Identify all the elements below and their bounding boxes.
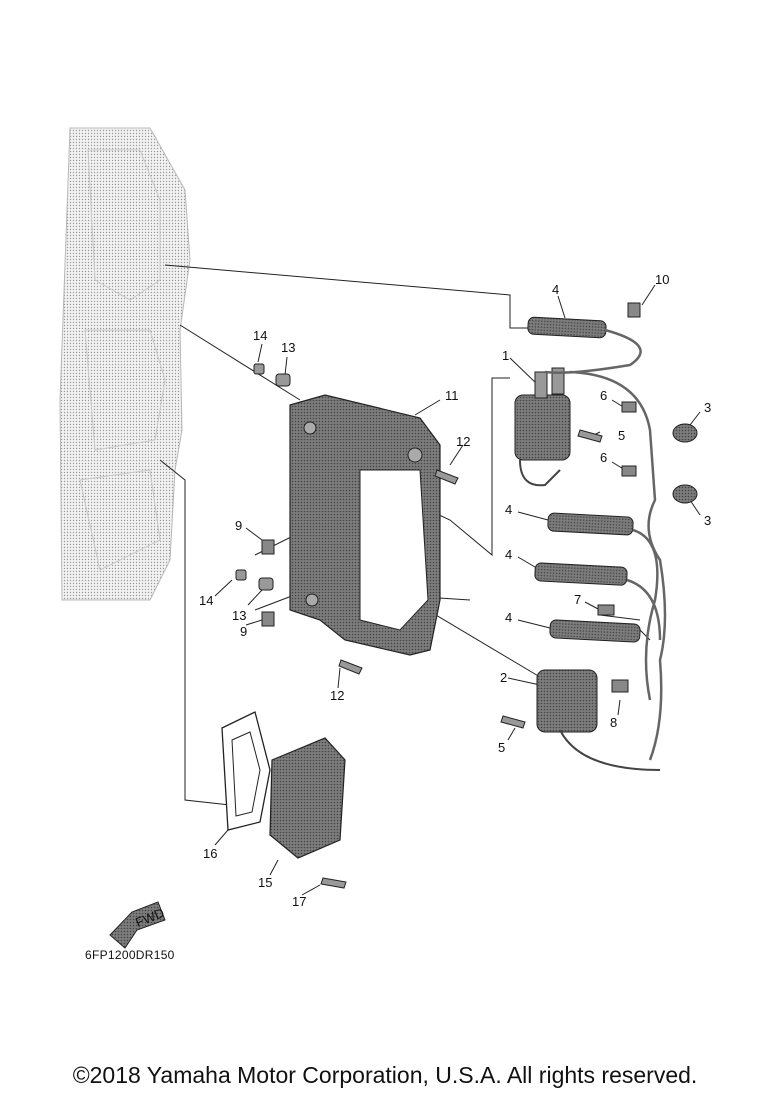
forward-arrow-icon: FWD	[109, 901, 166, 949]
callout-12: 12	[330, 688, 344, 703]
copyright-notice: ©2018 Yamaha Motor Corporation, U.S.A. A…	[72, 1062, 698, 1088]
callout-5: 5	[618, 428, 625, 443]
ecm-cover	[269, 737, 346, 859]
callout-3: 3	[704, 400, 711, 415]
callout-9: 9	[240, 624, 247, 639]
callout-6: 6	[600, 388, 607, 403]
callout-2: 2	[500, 670, 507, 685]
callout-4: 4	[505, 547, 512, 562]
callout-3: 3	[704, 513, 711, 528]
wire-harness	[544, 328, 667, 761]
callout-12: 12	[456, 434, 470, 449]
callout-14: 14	[199, 593, 213, 608]
grommets	[672, 423, 698, 504]
callout-4: 4	[505, 502, 512, 517]
clips	[261, 302, 641, 693]
callout-8: 8	[610, 715, 617, 730]
plug-caps	[527, 316, 641, 643]
gasket	[221, 711, 271, 831]
callout-13: 13	[281, 340, 295, 355]
bolts	[235, 363, 603, 889]
callout-4: 4	[552, 282, 559, 297]
callout-13: 13	[232, 608, 246, 623]
callout-5: 5	[498, 740, 505, 755]
fwd-label: FWD	[133, 905, 166, 930]
callout-16: 16	[203, 846, 217, 861]
callout-4: 4	[505, 610, 512, 625]
callout-7: 7	[574, 592, 581, 607]
exploded-parts-diagram: FWD 1 2 3 3 4 4 4 4 5 5 6 6 7 8 9 9 10 1…	[59, 127, 711, 949]
callout-6: 6	[600, 450, 607, 465]
ignition-coil-2	[536, 669, 661, 771]
callout-1: 1	[502, 348, 509, 363]
callout-10: 10	[655, 272, 669, 287]
callout-11: 11	[445, 388, 459, 403]
ignition-bracket	[289, 394, 441, 656]
callout-labels: 1 2 3 3 4 4 4 4 5 5 6 6 7 8 9 9 10 11 12…	[199, 272, 711, 909]
callout-9: 9	[235, 518, 242, 533]
callout-17: 17	[292, 894, 306, 909]
figure-code: 6FP1200DR150	[85, 948, 175, 962]
callout-14: 14	[253, 328, 267, 343]
callout-15: 15	[258, 875, 272, 890]
ignition-coil-1	[514, 367, 571, 487]
engine-block-outline	[59, 127, 191, 601]
